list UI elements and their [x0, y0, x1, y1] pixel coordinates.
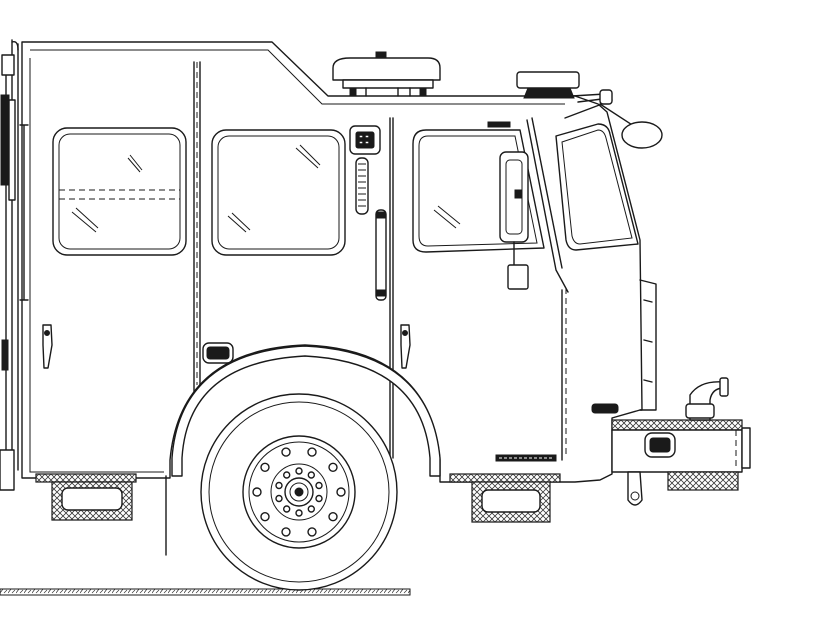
outer-lug-hole — [260, 462, 270, 472]
hybrid-emblem — [495, 454, 557, 462]
ground-strip — [0, 588, 411, 596]
rear-door-handle — [42, 324, 53, 369]
windshield — [555, 123, 639, 251]
inner-lug-nut — [315, 494, 323, 503]
roof-light-bar — [332, 51, 441, 97]
front-door-handle — [400, 324, 411, 369]
rear-window-left — [52, 127, 187, 256]
inner-lug-nut — [307, 471, 315, 479]
vertical-vent — [355, 157, 369, 215]
inner-lug-nut — [307, 505, 315, 513]
rear-window-right — [211, 129, 346, 256]
inner-lug-nut — [275, 481, 283, 490]
inner-lug-nut — [275, 494, 283, 503]
outer-lug-hole — [281, 527, 291, 537]
wheel-arch — [171, 345, 441, 477]
inner-lug-nut — [295, 509, 303, 517]
outer-lug-hole — [307, 527, 317, 537]
outer-lug-hole — [336, 487, 346, 497]
front-marker-light — [591, 403, 619, 414]
inner-lug-nut — [315, 481, 323, 490]
roof-beacon — [516, 71, 580, 99]
outer-lug-hole — [260, 512, 270, 522]
front-bumper — [611, 419, 751, 506]
rear-ladder-rail — [0, 39, 19, 491]
marker-light-top — [349, 125, 381, 155]
rear-step — [35, 473, 137, 521]
horn-assembly — [564, 89, 663, 149]
outer-lug-hole — [328, 462, 338, 472]
suction-elbow — [685, 377, 729, 421]
inner-lug-nut — [283, 505, 291, 513]
inner-lug-nut — [283, 471, 291, 479]
front-wheel — [200, 393, 398, 591]
side-mirror — [499, 151, 529, 290]
grab-handle — [375, 209, 387, 301]
outer-lug-hole — [281, 447, 291, 457]
outer-lug-hole — [307, 447, 317, 457]
outer-lug-hole — [252, 487, 262, 497]
front-step — [449, 473, 561, 523]
outer-lug-hole — [328, 512, 338, 522]
inner-lug-nut — [295, 467, 303, 475]
